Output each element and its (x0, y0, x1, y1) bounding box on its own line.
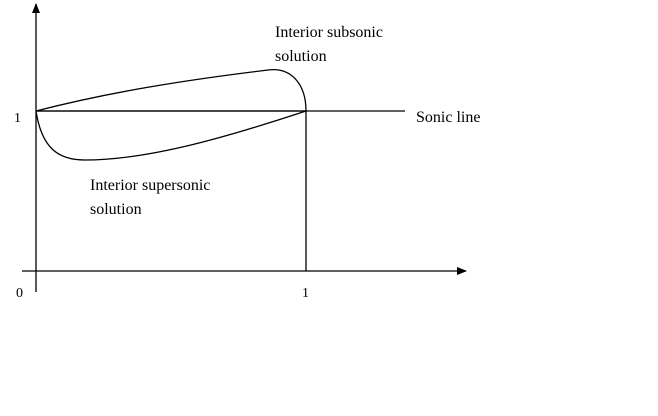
sonic-line-label: Sonic line (416, 109, 480, 126)
y-tick-one: 1 (14, 111, 21, 126)
subsonic-curve (35, 69, 307, 112)
supersonic-label-line2: solution (90, 201, 142, 218)
supersonic-label-line1: Interior supersonic (90, 177, 210, 194)
supersonic-curve (35, 110, 307, 161)
subsonic-label-line1: Interior subsonic (275, 24, 383, 41)
x-tick-one: 1 (302, 286, 309, 301)
origin-label: 0 (16, 286, 23, 301)
subsonic-label-line2: solution (275, 48, 327, 65)
